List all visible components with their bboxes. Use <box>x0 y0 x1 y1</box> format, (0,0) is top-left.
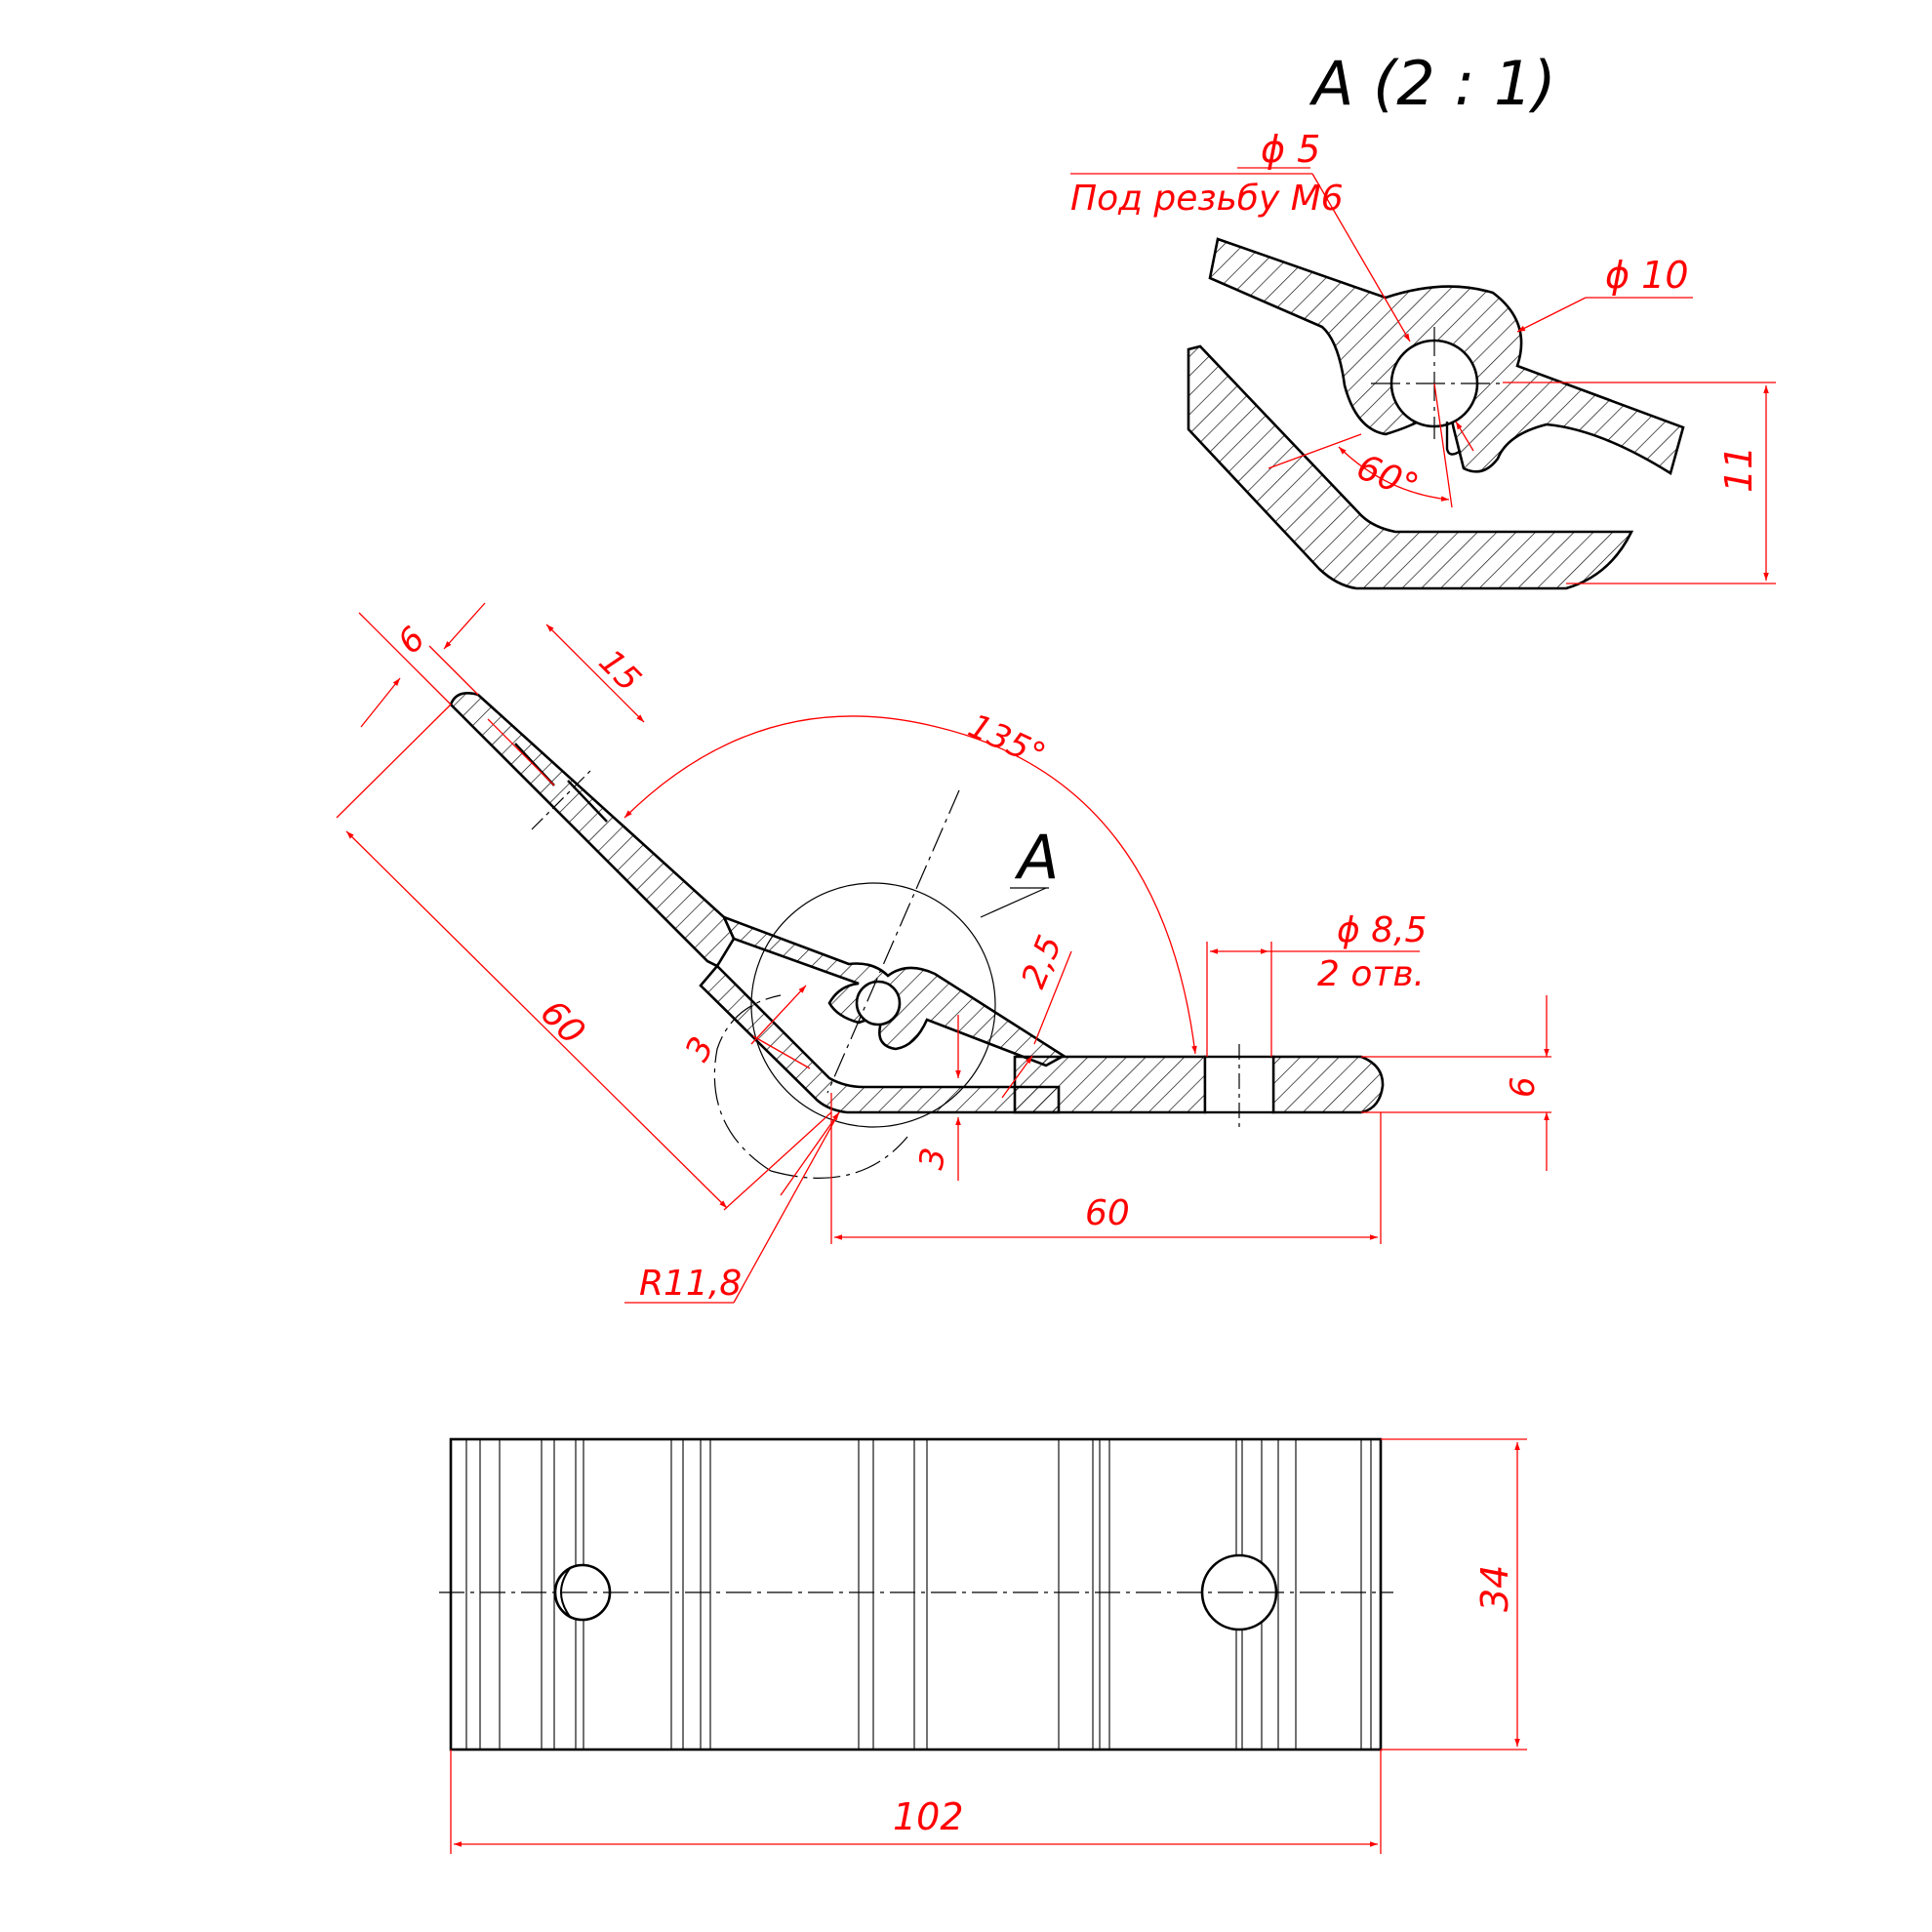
top-tangent-lines <box>465 1439 1372 1750</box>
detail-phi10-label: ϕ 10 <box>1605 254 1689 297</box>
side-base-right <box>1271 1055 1385 1114</box>
side-3b-label: 3 <box>911 1145 953 1172</box>
detail-angle-ext <box>1433 382 1453 508</box>
top-102-label: 102 <box>893 1795 964 1838</box>
detail-height-label: 11 <box>1717 446 1760 493</box>
side-6r-label: 6 <box>1504 1076 1543 1098</box>
side-hole-label: ϕ 8,5 <box>1337 910 1427 950</box>
side-r-arc-2 <box>770 1136 908 1179</box>
top-34-label: 34 <box>1473 1565 1516 1612</box>
detail-view-title: A (2 : 1) <box>1308 48 1556 119</box>
side-angle-arc <box>624 715 1197 1055</box>
side-15-ext-1 <box>487 718 555 786</box>
side-25-label: 2,5 <box>1014 930 1069 993</box>
side-view-label: A <box>1014 822 1059 893</box>
detail-angle-arc <box>1338 446 1450 502</box>
side-hole-count: 2 отв. <box>1317 954 1425 994</box>
side-slanted-arm <box>476 693 1044 1117</box>
side-3l-dim-b <box>752 1035 811 1069</box>
detail-phi5-leader-tail <box>1455 421 1474 452</box>
detail-phi10-leader-lower <box>1268 433 1362 469</box>
side-slanted-plate <box>449 692 736 968</box>
side-6-dim-a <box>360 677 401 728</box>
detail-angle-label: 60° <box>1351 447 1425 507</box>
side-60h-label: 60 <box>1085 1193 1130 1233</box>
side-r-leader-arrow <box>780 1111 840 1196</box>
side-view: A 6 15 135° 60 3 2,5 <box>336 602 1551 1304</box>
side-6-label: 6 <box>390 620 433 663</box>
detail-lower-plate <box>1187 344 1634 590</box>
side-25-dim-a <box>1033 950 1072 1045</box>
side-60s-ext-1 <box>336 704 452 819</box>
side-3l-dim-a <box>750 985 807 1045</box>
top-hole-left-edge <box>560 1566 572 1619</box>
top-view: 34 102 <box>439 1437 1527 1854</box>
side-angle-label: 135° <box>962 706 1051 776</box>
side-base-left <box>1013 1055 1207 1114</box>
detail-view-a: A (2 : 1) ϕ 5 Под резьбу М6 ϕ 10 60° 11 <box>1070 48 1776 590</box>
side-6-ext-2 <box>428 645 479 696</box>
side-60s-label: 60 <box>533 992 592 1052</box>
side-60s-ext-2 <box>723 1111 832 1211</box>
detail-phi5-label: ϕ 5 <box>1261 128 1320 171</box>
top-outline <box>449 1437 1383 1751</box>
side-6-dim-b <box>443 602 486 650</box>
side-r-label: R11,8 <box>639 1264 742 1304</box>
side-15-label: 15 <box>591 642 649 700</box>
side-hinge-hole <box>855 980 902 1026</box>
detail-phi5-note: Под резьбу М6 <box>1070 179 1344 219</box>
detail-phi5-leader <box>1311 173 1411 342</box>
side-outer-plate <box>451 693 1384 1118</box>
side-main-profile <box>451 694 1382 1117</box>
side-slant-hole-centerline <box>531 770 591 830</box>
side-60s-dim <box>345 830 728 1209</box>
side-6-ext-1 <box>358 612 452 705</box>
side-r-leader <box>733 1111 840 1304</box>
side-15-dim <box>545 624 645 723</box>
detail-phi10-leader <box>1516 297 1587 333</box>
side-25-dim-b <box>1001 1055 1033 1099</box>
